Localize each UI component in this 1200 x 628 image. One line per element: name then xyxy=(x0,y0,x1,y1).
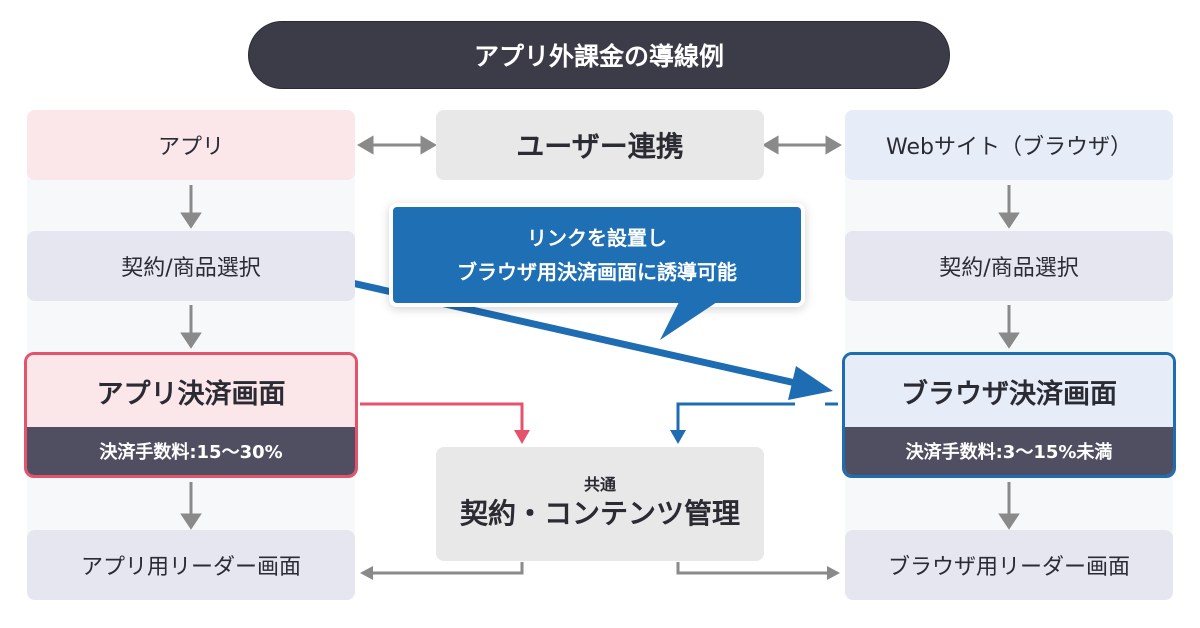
browser-payment-box: ブラウザ決済画面 決済手数料:3〜15%未満 xyxy=(842,352,1176,478)
blue-connector-to-common xyxy=(676,402,838,432)
user-link-box: ユーザー連携 xyxy=(436,110,764,180)
browser-payment-label: ブラウザ決済画面 xyxy=(845,355,1173,427)
grey-arrowhead-right-bottom xyxy=(827,566,840,580)
callout-line-2: ブラウザ用決済画面に誘導可能 xyxy=(457,260,737,284)
down-arrow-left-2 xyxy=(180,305,202,349)
down-arrow-right-3 xyxy=(998,482,1020,530)
pink-arrowhead xyxy=(514,430,530,444)
app-payment-fee: 決済手数料:15〜30% xyxy=(27,427,355,475)
website-box: Webサイト（ブラウザ） xyxy=(845,110,1173,180)
app-payment-box: アプリ決済画面 決済手数料:15〜30% xyxy=(24,352,358,478)
right-select-box: 契約/商品選択 xyxy=(845,231,1173,301)
app-box: アプリ xyxy=(27,110,355,180)
grey-connector-to-browser-reader xyxy=(676,562,828,575)
down-arrow-right-2 xyxy=(998,305,1020,349)
common-management-box: 共通 契約・コンテンツ管理 xyxy=(436,447,764,561)
down-arrow-left-1 xyxy=(180,185,202,229)
blue-arrowhead xyxy=(670,430,686,444)
common-small-label: 共通 xyxy=(583,475,616,494)
pink-connector-to-common xyxy=(360,402,524,432)
down-arrow-left-3 xyxy=(180,482,202,530)
app-payment-label: アプリ決済画面 xyxy=(27,355,355,427)
browser-payment-fee: 決済手数料:3〜15%未満 xyxy=(845,427,1173,475)
app-reader-box: アプリ用リーダー画面 xyxy=(27,530,355,600)
diagram-title: アプリ外課金の導線例 xyxy=(249,22,949,88)
link-callout: リンクを設置し ブラウザ用決済画面に誘導可能 xyxy=(393,207,801,303)
grey-arrowhead-left-bottom xyxy=(360,566,373,580)
grey-connector-to-app-reader xyxy=(372,562,524,575)
callout-line-1: リンクを設置し xyxy=(527,226,667,250)
down-arrow-right-1 xyxy=(998,185,1020,229)
double-arrow-right-top xyxy=(762,135,842,155)
double-arrow-left-top xyxy=(357,135,437,155)
left-select-box: 契約/商品選択 xyxy=(27,231,355,301)
common-big-label: 契約・コンテンツ管理 xyxy=(459,497,740,530)
browser-reader-box: ブラウザ用リーダー画面 xyxy=(845,530,1173,600)
